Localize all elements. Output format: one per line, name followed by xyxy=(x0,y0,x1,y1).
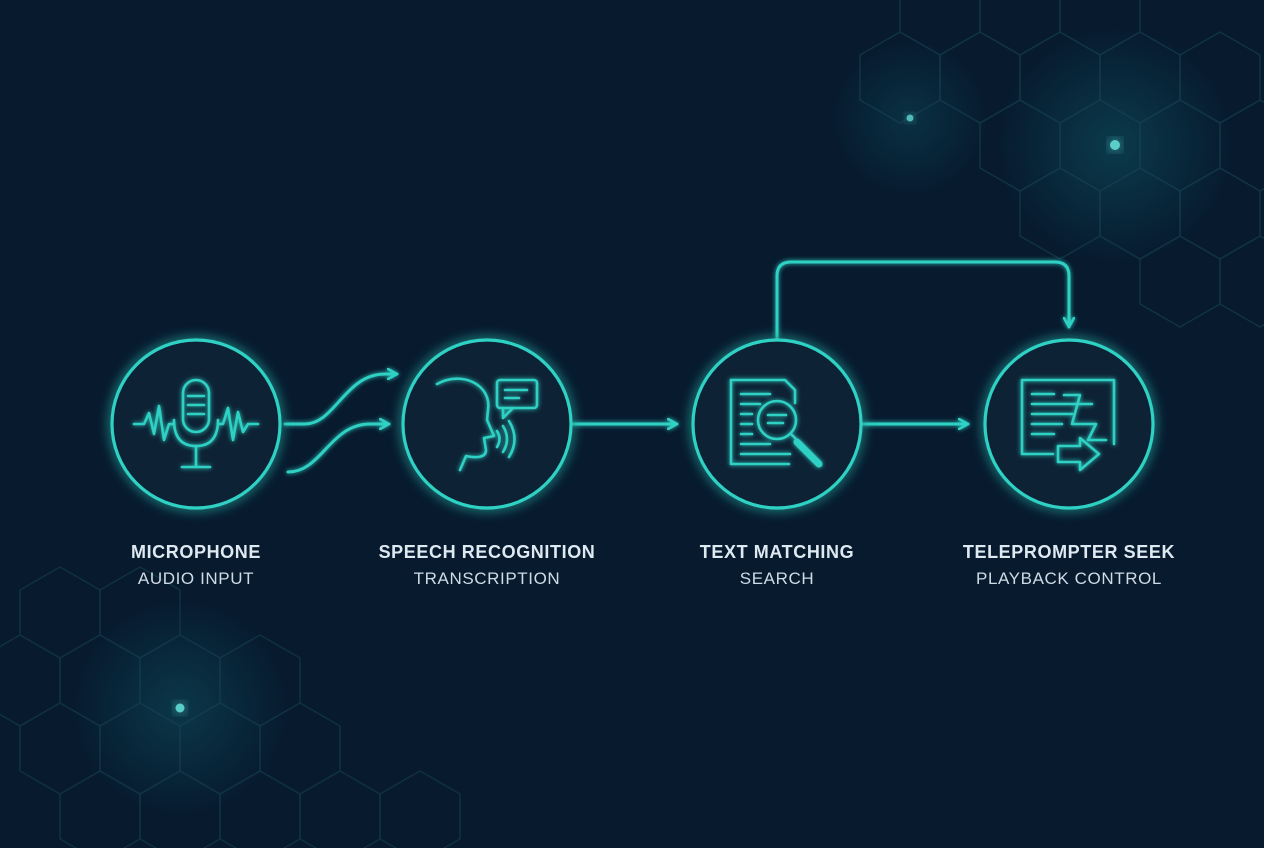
arrow-loop-text-matching-to-teleprompter xyxy=(775,260,1069,340)
glow-node xyxy=(1110,140,1120,150)
step-label-speech-recognition: SPEECH RECOGNITION TRANSCRIPTION xyxy=(337,541,637,591)
hexagon-pattern-top-right xyxy=(859,0,1264,328)
step-subtitle: TRANSCRIPTION xyxy=(413,569,561,588)
step-title: TEXT MATCHING xyxy=(699,542,855,562)
teleprompter-seek-icon xyxy=(1020,378,1116,472)
microphone-icon xyxy=(132,378,260,469)
step-subtitle: SEARCH xyxy=(739,569,815,588)
glow-node xyxy=(906,114,914,122)
node-speech-recognition xyxy=(401,338,573,510)
step-label-text-matching: TEXT MATCHING SEARCH xyxy=(627,541,927,591)
step-subtitle: AUDIO INPUT xyxy=(137,569,255,588)
step-title: SPEECH RECOGNITION xyxy=(378,542,596,562)
document-search-icon xyxy=(729,378,823,468)
arrow-microphone-to-speech-upper xyxy=(283,374,399,426)
hexagon-pattern-bottom-left xyxy=(0,566,461,848)
arrow-microphone-to-speech-lower xyxy=(286,424,391,474)
glow-node xyxy=(175,703,185,713)
speaking-head-icon xyxy=(435,377,539,472)
node-microphone xyxy=(110,338,282,510)
step-title: TELEPROMPTER SEEK xyxy=(962,542,1176,562)
step-subtitle: PLAYBACK CONTROL xyxy=(976,569,1162,588)
connectors xyxy=(283,260,1069,474)
step-label-microphone: MICROPHONE AUDIO INPUT xyxy=(46,541,346,591)
step-label-teleprompter-seek: TELEPROMPTER SEEK PLAYBACK CONTROL xyxy=(919,541,1219,591)
step-title: MICROPHONE xyxy=(130,542,261,562)
node-teleprompter-seek xyxy=(983,338,1155,510)
